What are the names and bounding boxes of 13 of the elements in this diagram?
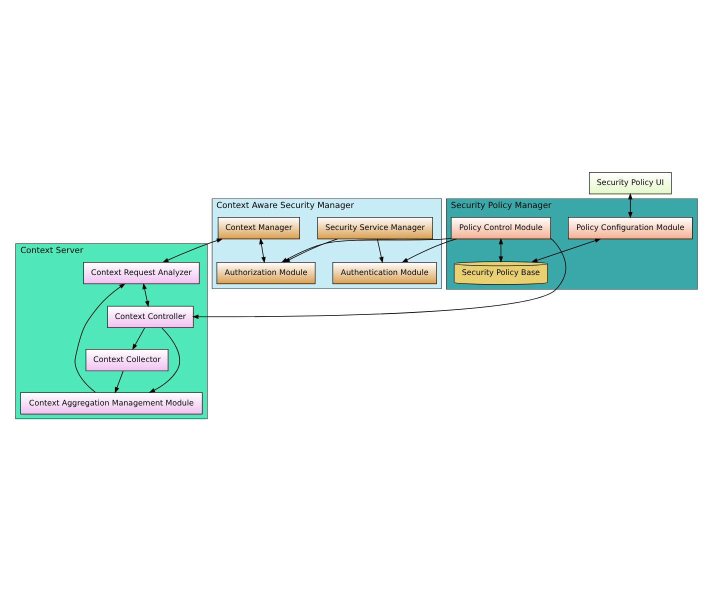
arrow: [114, 370, 124, 393]
arrow: [132, 327, 145, 350]
arrow: [402, 238, 458, 262]
arrow: [259, 237, 266, 263]
arrow: [498, 237, 504, 262]
arrow: [531, 238, 602, 262]
arrow: [628, 192, 633, 218]
arrow: [74, 282, 126, 392]
arrow: [192, 237, 566, 318]
arrow: [148, 327, 180, 392]
arrow: [376, 238, 384, 263]
arrow: [162, 238, 224, 262]
arrow: [142, 282, 150, 307]
